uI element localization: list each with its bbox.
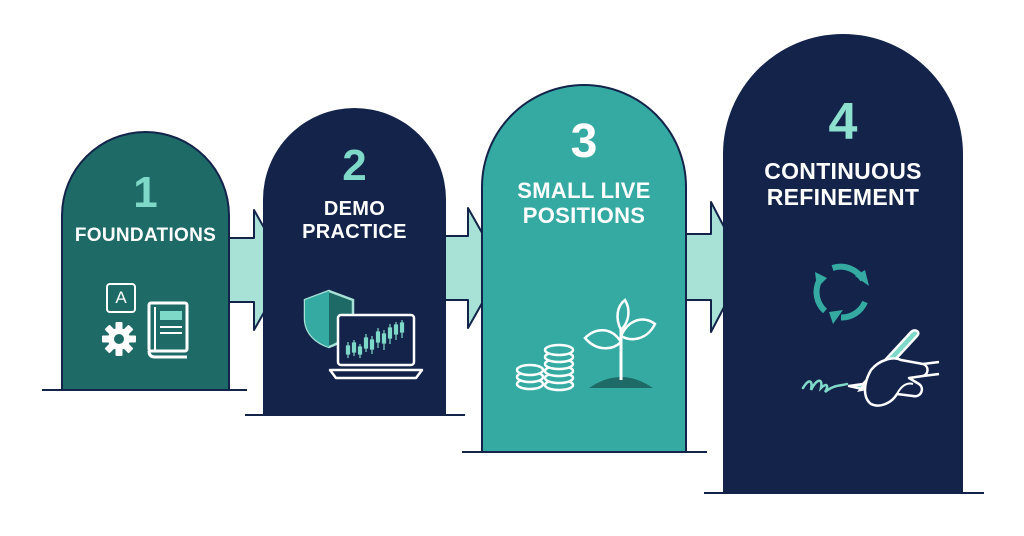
step-4-continuous-refinement: 4 CONTINUOUS REFINEMENT [723, 34, 963, 494]
step-label-line-2: POSITIONS [522, 203, 646, 229]
step-4-baseline [704, 492, 984, 494]
step-label-line-2: REFINEMENT [766, 184, 920, 211]
step-label: FOUNDATIONS [63, 225, 228, 247]
step-number: 2 [342, 141, 367, 190]
step-label-line-2: PRACTICE [302, 221, 407, 243]
step-label-line-1: SMALL LIVE [517, 178, 651, 203]
step-1-baseline [42, 389, 247, 391]
step-2-baseline [245, 414, 465, 416]
step-3-small-live-positions: 3 SMALL LIVE POSITIONS [481, 84, 687, 452]
step-number: 4 [828, 93, 858, 151]
gear-icon [102, 322, 136, 356]
step-label: CONTINUOUS REFINEMENT [725, 158, 961, 211]
step-label-line-1: DEMO [323, 198, 386, 220]
step-number: 1 [133, 168, 158, 217]
sprout-icon [583, 298, 657, 388]
step-2-demo-practice: 2 DEMO PRACTICE [263, 108, 446, 415]
step-label-line-1: FOUNDATIONS [74, 225, 217, 246]
book-icon [147, 301, 189, 359]
cycle-arrows-icon [813, 263, 869, 324]
step-label: SMALL LIVE POSITIONS [483, 178, 685, 229]
step-label: DEMO PRACTICE [265, 198, 444, 244]
step-number: 3 [570, 115, 598, 168]
letter-a-glyph: A [115, 288, 127, 307]
step-3-baseline [462, 451, 707, 453]
hand-pen-signature-icon [801, 329, 940, 407]
step-1-foundations: 1 FOUNDATIONS A [61, 131, 230, 390]
step-label-line-1: CONTINUOUS [764, 158, 922, 184]
coin-stacks-icon [515, 343, 575, 392]
letter-a-card-icon: A [106, 283, 136, 313]
laptop-chart-icon [328, 313, 424, 380]
